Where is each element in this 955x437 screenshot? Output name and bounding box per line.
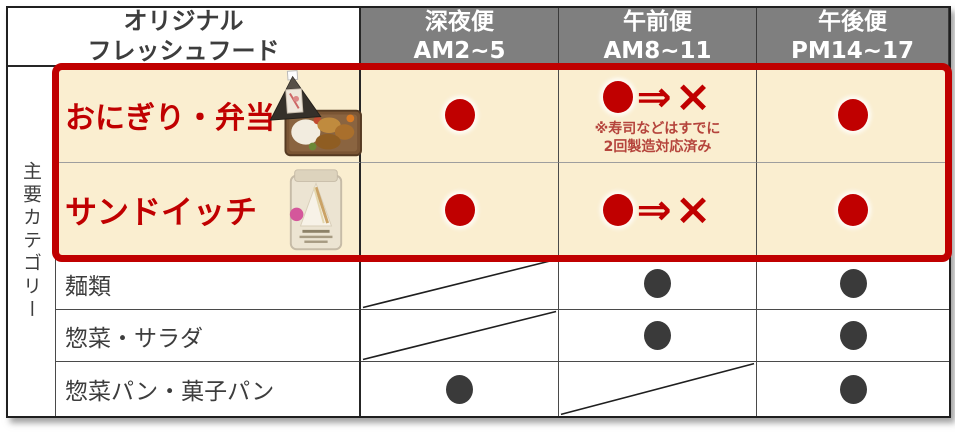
dark-dot-icon bbox=[644, 269, 671, 298]
cross-icon: × bbox=[674, 184, 712, 236]
side-label-cell: 主要カテゴリー bbox=[8, 67, 56, 416]
category-label: 麺類 bbox=[65, 273, 111, 300]
dark-dot-icon bbox=[446, 374, 473, 404]
cell-sozai-morning bbox=[559, 310, 757, 362]
cell-sandwich-late-night bbox=[361, 163, 559, 258]
dark-dot-icon bbox=[839, 321, 867, 350]
red-dot-icon bbox=[838, 194, 868, 226]
note-text: ※寿司などはすでに 2回製造対応済み bbox=[595, 120, 721, 156]
cell-onigiri-afternoon bbox=[757, 67, 949, 163]
diagonal-line-icon bbox=[361, 310, 558, 361]
cell-noodles-late-night bbox=[361, 258, 559, 310]
category-sozai-salad: 惣菜・サラダ bbox=[56, 310, 361, 362]
cell-bread-afternoon bbox=[757, 362, 949, 416]
cell-sandwich-afternoon bbox=[757, 163, 949, 258]
column-time: AM2~5 bbox=[413, 37, 506, 64]
cross-icon: × bbox=[674, 71, 712, 123]
side-label: 主要カテゴリー bbox=[20, 161, 42, 322]
double-arrow-icon: ⇒ bbox=[636, 185, 672, 235]
category-noodles: 麺類 bbox=[56, 258, 361, 310]
category-label: 惣菜パン・菓子パン bbox=[65, 379, 275, 405]
column-header-afternoon: 午後便 PM14~17 bbox=[757, 8, 949, 67]
dark-dot-icon bbox=[839, 269, 867, 298]
diagonal-line-icon bbox=[559, 362, 756, 416]
dot-to-cross: ⇒ × bbox=[603, 71, 712, 123]
dark-dot-icon bbox=[644, 321, 671, 350]
corner-header-line2: フレッシュフード bbox=[87, 36, 280, 65]
dark-dot-icon bbox=[839, 374, 867, 404]
cell-bread-late-night bbox=[361, 362, 559, 416]
double-arrow-icon: ⇒ bbox=[636, 71, 672, 121]
category-label: サンドイッチ bbox=[65, 193, 258, 231]
category-label: おにぎり・弁当 bbox=[65, 100, 275, 136]
column-header-late-night: 深夜便 AM2~5 bbox=[361, 8, 559, 67]
red-dot-icon bbox=[838, 98, 868, 131]
dot-to-cross: ⇒ × bbox=[603, 184, 712, 236]
category-onigiri-bento: おにぎり・弁当 bbox=[56, 67, 362, 163]
cell-noodles-morning bbox=[559, 258, 757, 310]
category-sandwich: サンドイッチ bbox=[56, 163, 361, 258]
note-line1: ※寿司などはすでに bbox=[594, 120, 721, 137]
sandwich-image bbox=[289, 169, 343, 251]
red-dot-icon bbox=[603, 80, 634, 113]
cell-sandwich-morning: ⇒ × bbox=[559, 163, 757, 258]
category-bread: 惣菜パン・菓子パン bbox=[56, 362, 361, 416]
column-name: 深夜便 bbox=[425, 9, 494, 36]
diagonal-line-icon bbox=[361, 258, 558, 309]
cell-onigiri-late-night bbox=[361, 67, 559, 163]
cell-sozai-late-night bbox=[361, 310, 559, 362]
corner-header-line1: オリジナル bbox=[123, 7, 244, 36]
table-grid: オリジナル フレッシュフード 深夜便 AM2~5 午前便 AM8~11 午後便 … bbox=[8, 7, 949, 416]
cell-onigiri-morning: ⇒ × ※寿司などはすでに 2回製造対応済み bbox=[559, 67, 757, 163]
column-time: AM8~11 bbox=[603, 37, 712, 64]
red-dot-icon bbox=[444, 98, 475, 131]
cell-bread-morning bbox=[559, 362, 757, 416]
cell-noodles-afternoon bbox=[757, 258, 949, 310]
column-name: 午後便 bbox=[818, 9, 887, 36]
category-label: 惣菜・サラダ bbox=[65, 325, 203, 352]
note-line2: 2回製造対応済み bbox=[603, 138, 712, 155]
column-time: PM14~17 bbox=[790, 37, 915, 64]
red-dot-icon bbox=[603, 194, 634, 226]
red-dot-icon bbox=[444, 194, 475, 226]
corner-header-cell: オリジナル フレッシュフード bbox=[8, 7, 361, 67]
delivery-schedule-table: オリジナル フレッシュフード 深夜便 AM2~5 午前便 AM8~11 午後便 … bbox=[6, 6, 952, 418]
cell-sozai-afternoon bbox=[757, 310, 949, 362]
column-header-morning: 午前便 AM8~11 bbox=[559, 8, 757, 67]
onigiri-bento-image bbox=[269, 70, 362, 157]
column-name: 午前便 bbox=[623, 9, 692, 36]
